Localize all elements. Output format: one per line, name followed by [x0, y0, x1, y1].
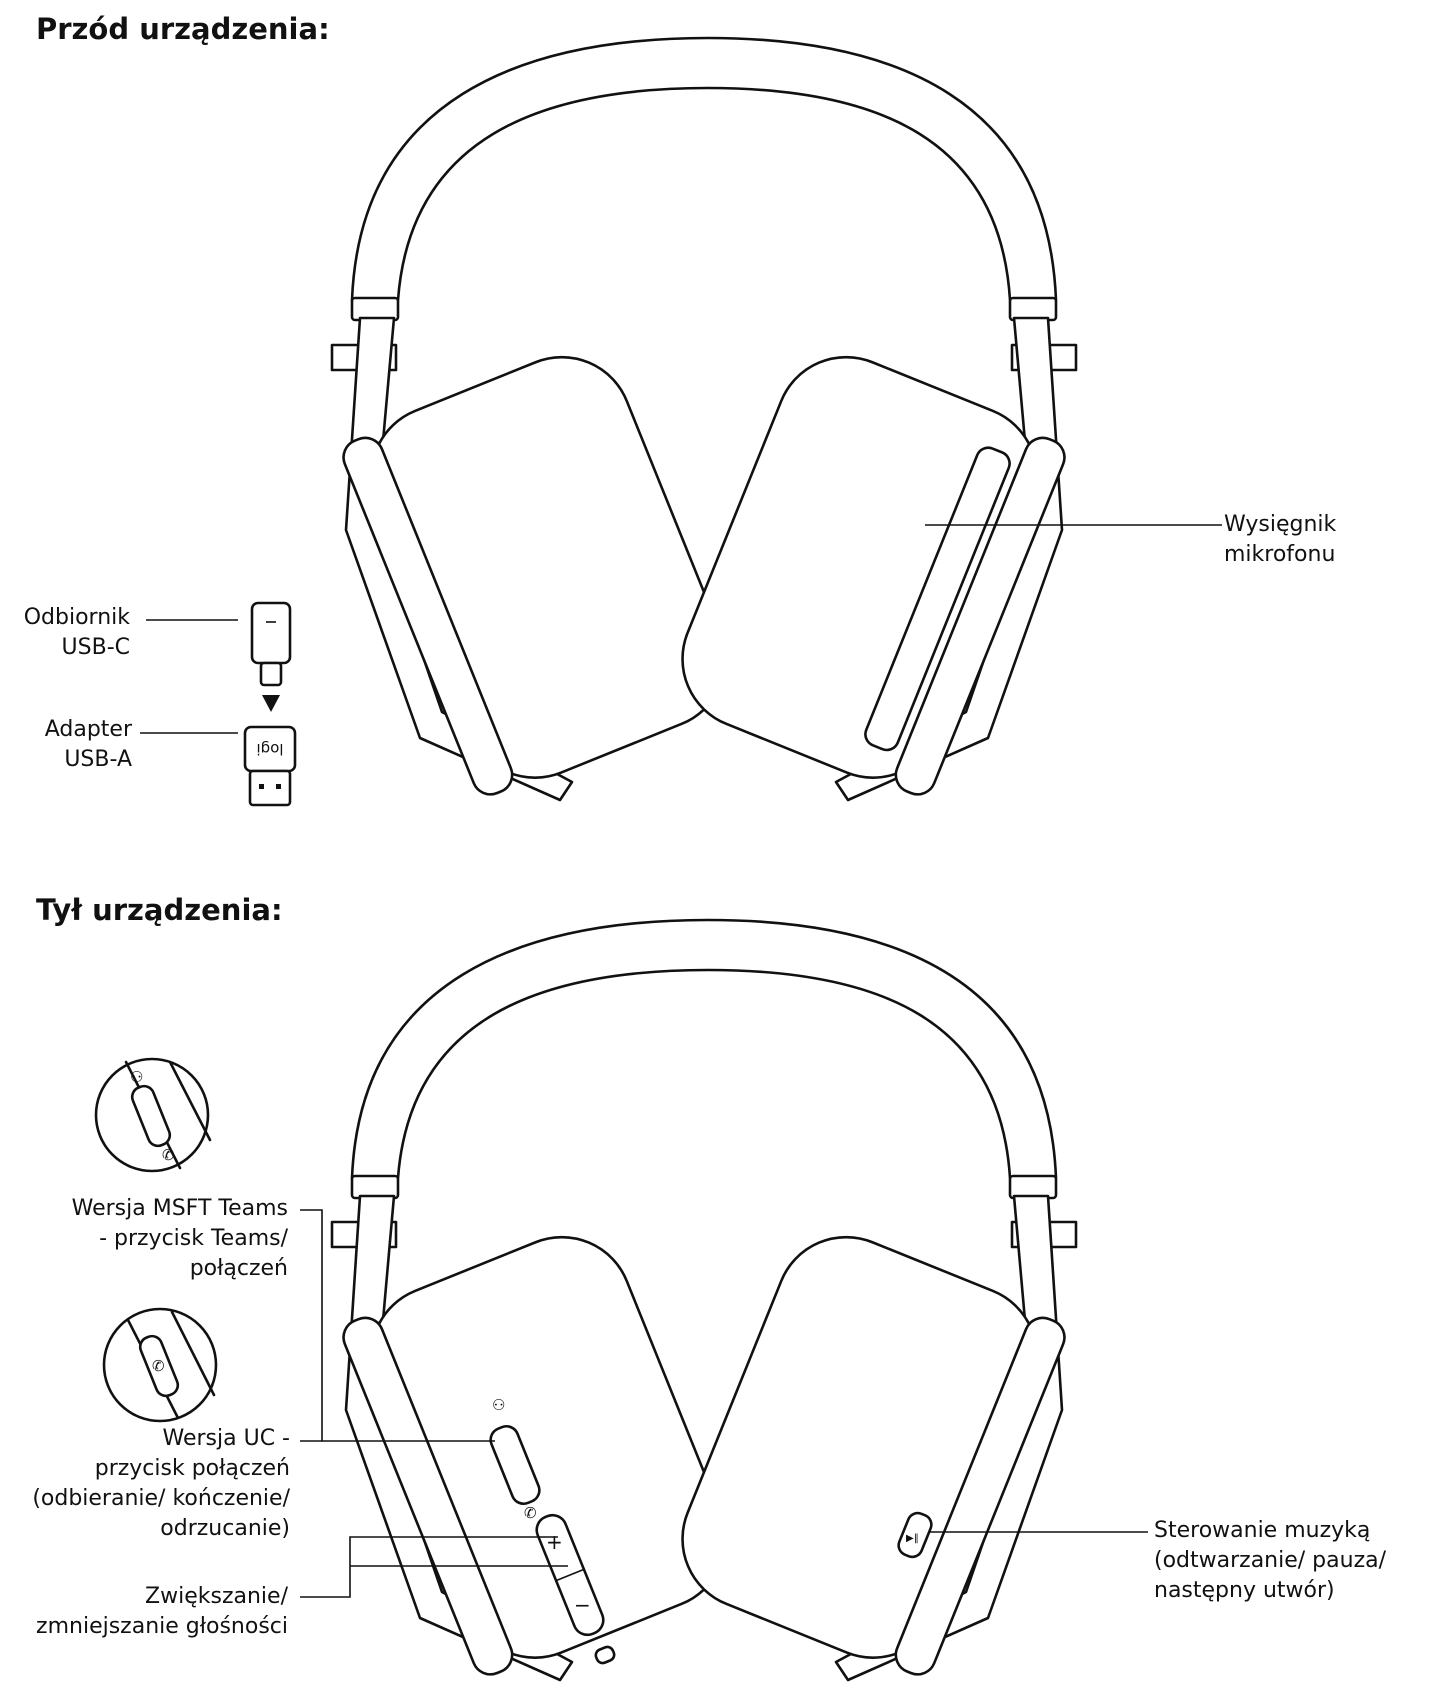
volume-down-icon: −	[574, 1593, 591, 1617]
volume-label: Zwiększanie/zmniejszanie głośności	[36, 1584, 288, 1639]
teams-button-inset: ⚇ ✆	[94, 1057, 212, 1173]
front-headband	[350, 36, 1058, 302]
svg-text:✆: ✆	[162, 1146, 175, 1164]
usb-a-plug	[248, 769, 292, 807]
volume-leader	[300, 1536, 558, 1598]
music-label: Sterowanie muzyką(odtwarzanie/ pauza/nas…	[1154, 1518, 1387, 1603]
front-left-yoke	[344, 316, 574, 802]
teams-icon: ⚇	[492, 1396, 505, 1414]
play-pause-icon: ▶‖	[906, 1533, 919, 1544]
teams-button-label: Wersja MSFT Teams- przycisk Teams/połącz…	[71, 1196, 288, 1281]
charging-port	[594, 1645, 616, 1665]
arrow-down-icon	[262, 695, 280, 712]
front-right-yoke	[834, 316, 1064, 802]
uc-button-inset: ✆	[102, 1307, 218, 1423]
front-right-earcup	[681, 355, 1066, 796]
back-left-earcup	[342, 1235, 727, 1676]
volume-up-icon: +	[546, 1530, 563, 1554]
mic-boom	[864, 446, 1011, 752]
uc-button-label: Wersja UC -przycisk połączeń(odbieranie/…	[32, 1426, 290, 1541]
call-icon: ✆	[524, 1504, 537, 1522]
svg-text:⚇: ⚇	[130, 1068, 143, 1086]
back-heading: Tył urządzenia:	[36, 893, 283, 927]
adapter-logo: logi	[256, 740, 283, 758]
call-button[interactable]	[487, 1423, 543, 1508]
music-button[interactable]	[896, 1510, 935, 1560]
front-headset	[330, 36, 1222, 802]
usb-c-plug	[259, 661, 283, 687]
usb-receiver-group: logi	[140, 601, 297, 807]
front-heading: Przód urządzenia:	[36, 12, 330, 46]
back-left-yoke	[344, 1194, 574, 1682]
front-left-earcup	[342, 355, 727, 796]
usb-c-receiver	[250, 601, 292, 665]
back-headband	[350, 918, 1058, 1180]
teams-leader	[300, 1209, 495, 1442]
back-headset: ⚇ ✆ + − ▶‖	[330, 918, 1078, 1682]
back-right-earcup	[681, 1235, 1066, 1676]
svg-text:✆: ✆	[152, 1357, 165, 1375]
back-right-yoke	[834, 1194, 1064, 1682]
